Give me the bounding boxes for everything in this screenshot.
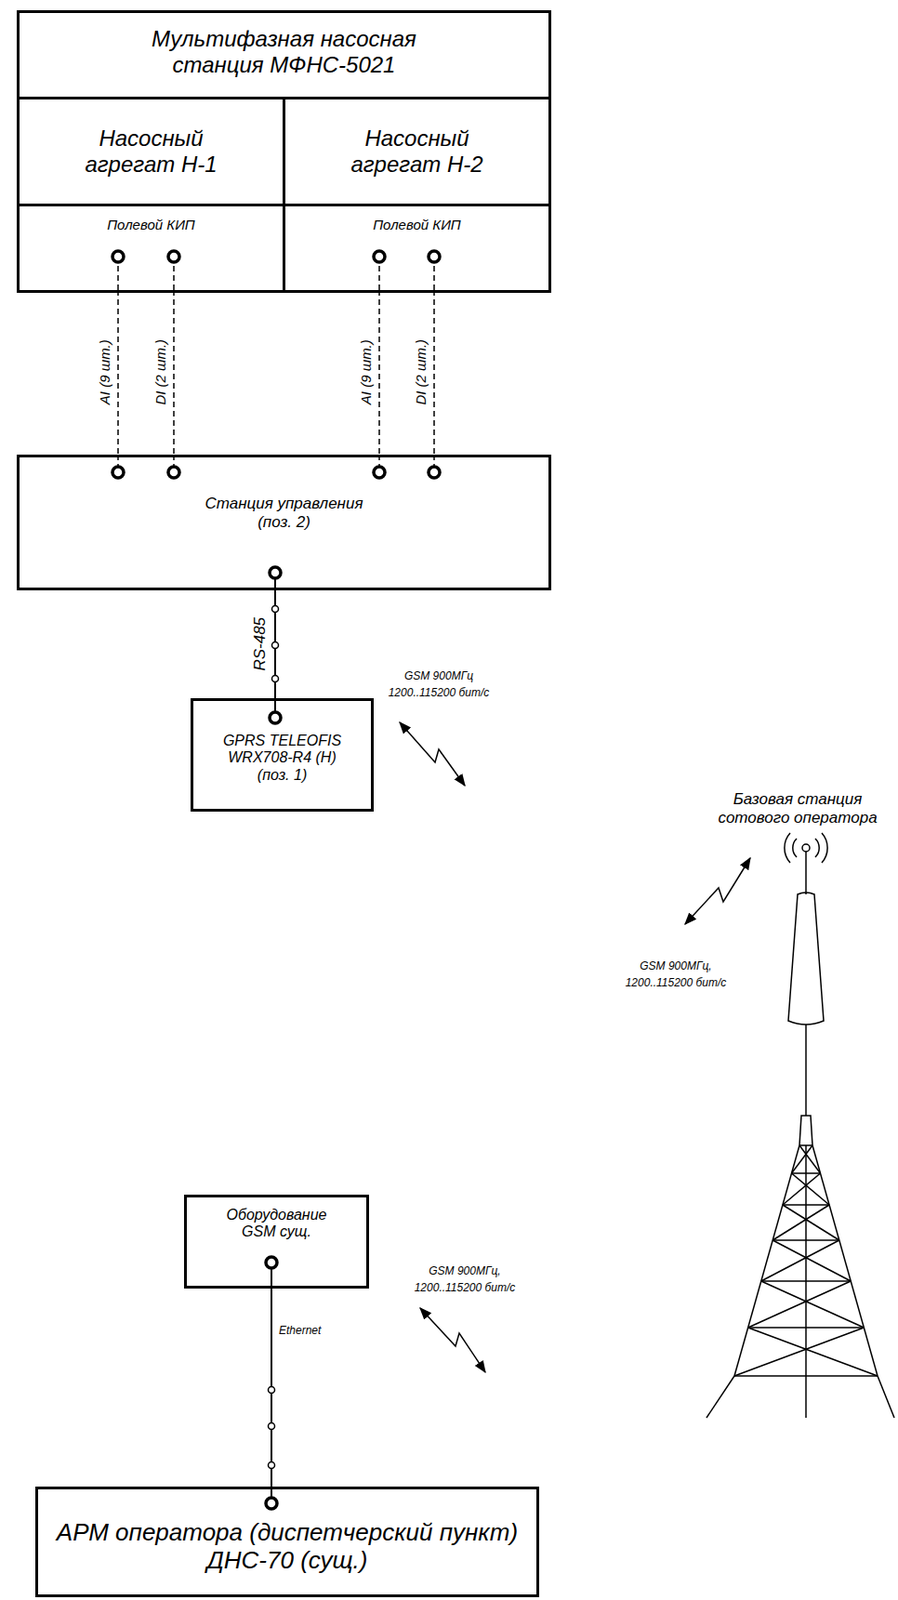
terminal bbox=[112, 250, 440, 1509]
node-subtitle: Полевой КИП bbox=[58, 216, 245, 233]
node-title: Оборудование GSM сущ. bbox=[221, 1206, 333, 1242]
node-title: Мультифазная насосная станция МФНС-5021 bbox=[145, 26, 424, 78]
node-title: Базовая станция сотового оператора bbox=[702, 790, 894, 827]
radio-params: GSM 900МГц, 1200..115200 бит/с bbox=[403, 1262, 527, 1296]
connector bbox=[117, 290, 119, 455]
radio-params: GSM 900МГц 1200..115200 бит/с bbox=[377, 667, 501, 701]
connector bbox=[433, 290, 436, 455]
connector bbox=[378, 290, 381, 455]
node-title: АРМ оператора (диспетчерский пункт) ДНС-… bbox=[45, 1518, 529, 1575]
stub-lines bbox=[118, 256, 435, 473]
node-title: Станция управления (поз. 2) bbox=[196, 494, 373, 531]
gprs-modem: GPRS TELEOFIS WRX708-R4 (Н) (поз. 1) bbox=[190, 698, 374, 812]
node-subtitle: Полевой КИП bbox=[324, 216, 511, 233]
signal-label: RS-485 bbox=[248, 617, 273, 672]
node-title: Насосный агрегат Н-2 bbox=[338, 125, 497, 177]
node-title: GPRS TELEOFIS WRX708-R4 (Н) (поз. 1) bbox=[217, 732, 348, 784]
cell-tower bbox=[706, 832, 895, 1418]
signal-label: AI (9 шт.) bbox=[356, 339, 378, 405]
radio-link bbox=[399, 722, 751, 1373]
node-title: Насосный агрегат Н-1 bbox=[72, 125, 231, 177]
control-station: Станция управления (поз. 2) bbox=[16, 454, 552, 591]
signal-label: AI (9 шт.) bbox=[94, 339, 117, 405]
connector bbox=[172, 290, 175, 455]
pump-unit: Насосный агрегат Н-1Полевой КИП bbox=[19, 96, 286, 291]
gsm-equipment: Оборудование GSM сущ. bbox=[184, 1194, 370, 1289]
operator-workstation: АРМ оператора (диспетчерский пункт) ДНС-… bbox=[35, 1486, 540, 1598]
signal-label: DI (2 шт.) bbox=[410, 339, 433, 406]
signal-label: Ethernet bbox=[278, 1321, 321, 1339]
signal-label: DI (2 шт.) bbox=[150, 339, 172, 406]
base-station: Базовая станция сотового оператора bbox=[699, 790, 897, 1423]
pump-unit: Насосный агрегат Н-2Полевой КИП bbox=[285, 96, 549, 291]
station-frame: Мультифазная насосная станция МФНС-5021Н… bbox=[16, 10, 552, 293]
radio-params: GSM 900МГц, 1200..115200 бит/с bbox=[614, 957, 738, 991]
